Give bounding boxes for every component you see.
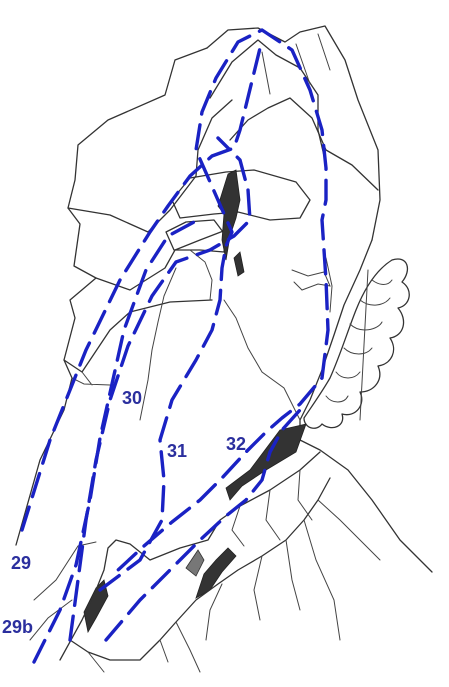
rock-summit-crack xyxy=(262,34,330,94)
bush-detail xyxy=(326,270,392,420)
rock-dark-slot-4 xyxy=(186,550,204,576)
rock-left-crack xyxy=(72,372,110,385)
rock-dark-chimney xyxy=(218,170,240,260)
route-label-31: 31 xyxy=(167,442,187,460)
rock-mid-crack xyxy=(190,250,300,420)
route-label-30: 30 xyxy=(122,389,142,407)
rock-outlines xyxy=(16,26,432,672)
route-label-29: 29 xyxy=(11,554,31,572)
rock-lower-blocks xyxy=(60,452,320,660)
rock-mid-crack-2 xyxy=(140,268,176,420)
rock-dark-slot-2 xyxy=(196,548,236,598)
rock-dark-notch xyxy=(234,252,244,276)
rock-summit-ridge xyxy=(230,98,378,190)
rock-left-ledge-3 xyxy=(64,300,212,372)
rock-central-block xyxy=(172,170,310,220)
rock-left-ledge-1 xyxy=(68,100,232,232)
rock-lower-blocks-2 xyxy=(70,478,330,660)
route-label-29b: 29b xyxy=(2,618,33,636)
route-31-line xyxy=(100,30,328,590)
rock-summit-inner xyxy=(210,40,325,160)
route-label-32: 32 xyxy=(226,435,246,453)
